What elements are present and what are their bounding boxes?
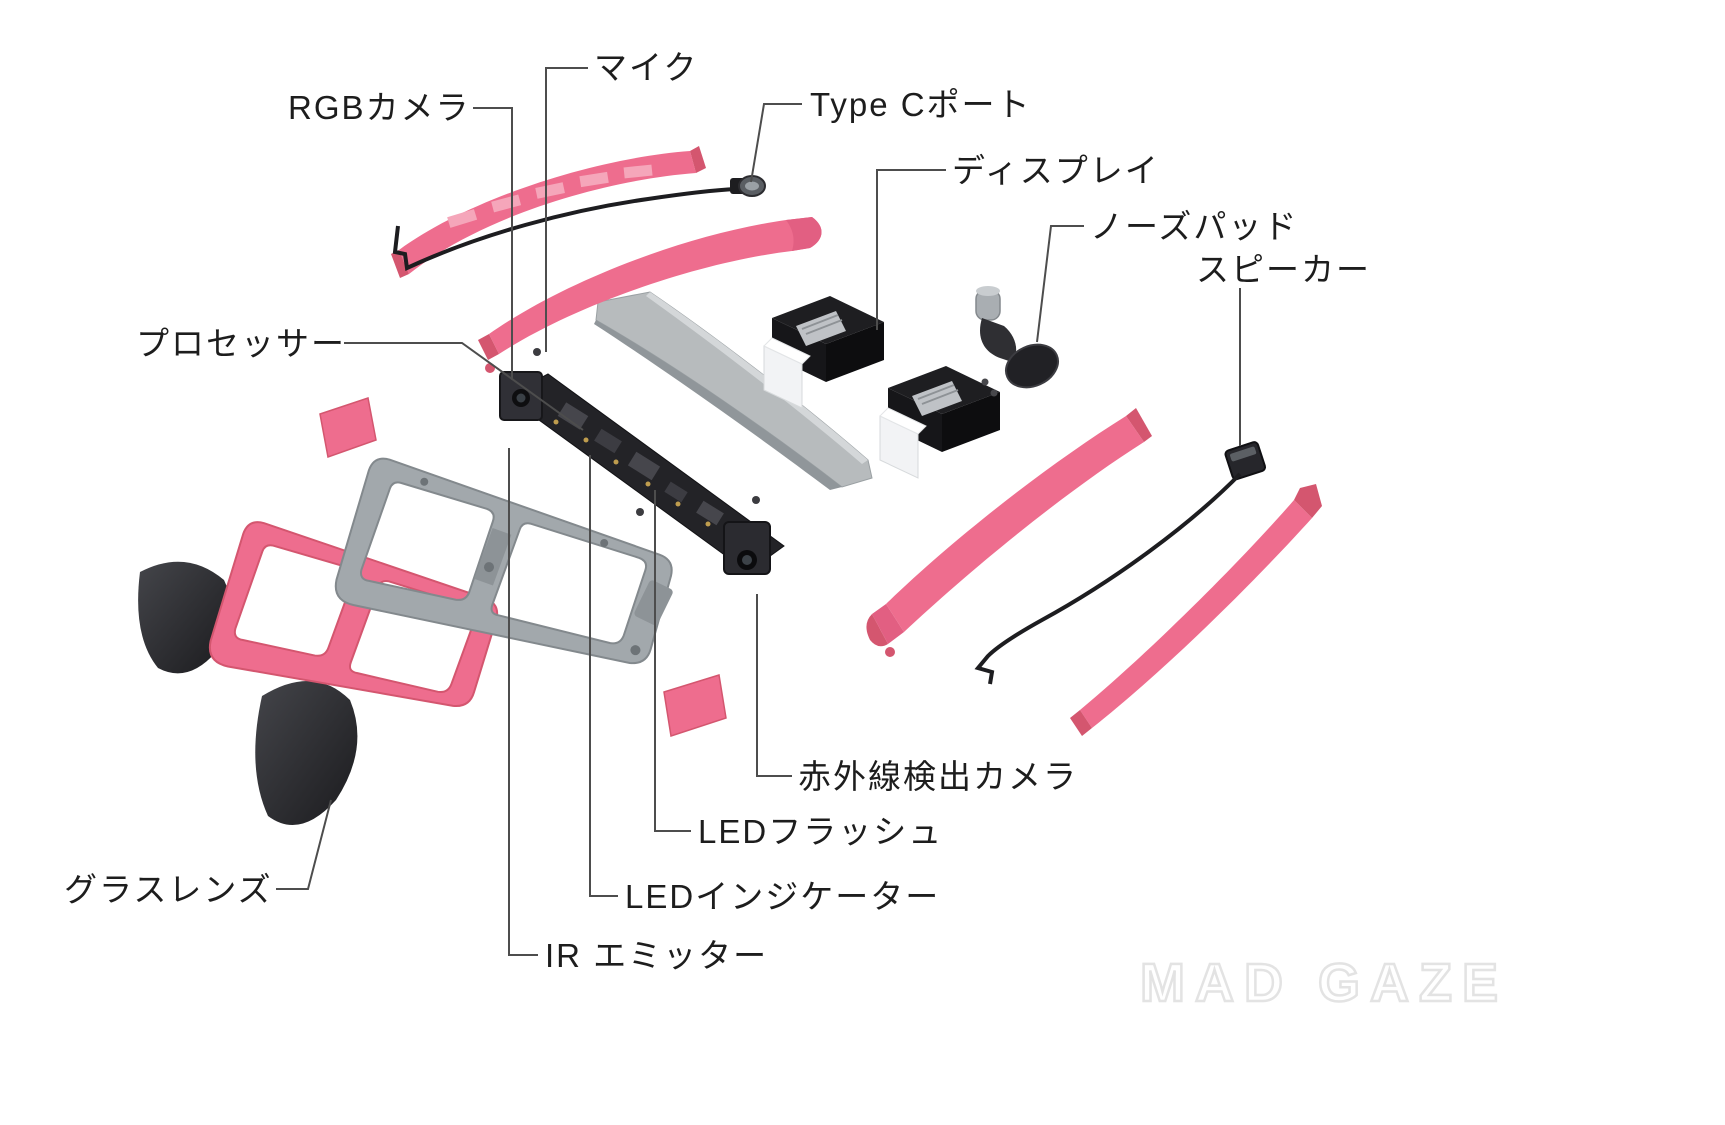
label-glass-lens: グラスレンズ: [64, 871, 273, 908]
label-led-indicator: LEDインジケーター: [625, 878, 941, 915]
processor-chip: [557, 402, 589, 430]
brand-watermark: MAD GAZE: [1139, 952, 1508, 1015]
ir-camera-module: [723, 521, 771, 575]
leader-line-microphone: [545, 67, 588, 352]
glass-lens-lower: [255, 680, 358, 825]
label-processor: プロセッサー: [136, 325, 346, 362]
speaker-cable: [974, 472, 1242, 685]
temple-arm-top-right: [478, 217, 822, 360]
temple-arm-inner-left: [391, 146, 706, 278]
leader-line-led-indicator: [589, 455, 618, 897]
leader-line-processor: [344, 342, 584, 431]
leader-line-display: [876, 169, 946, 330]
speaker-part: [974, 441, 1267, 685]
screw-small-3: [752, 496, 760, 504]
temple-arm-right-upper: [866, 408, 1152, 647]
screw-pink-right: [885, 647, 895, 657]
pink-plate-right: [663, 674, 727, 737]
label-type-c-port: Type Cポート: [810, 86, 1032, 123]
label-led-flash: LEDフラッシュ: [698, 813, 944, 850]
label-microphone: マイク: [594, 49, 699, 86]
label-nose-pad: ノーズパッド: [1090, 208, 1299, 245]
display-module-1: [763, 295, 885, 409]
camera-cable: [392, 175, 766, 271]
label-ir-emitter: IR エミッター: [545, 937, 769, 974]
nose-pad-part: [975, 286, 1059, 397]
leader-line-ir-emitter: [508, 448, 538, 956]
label-speaker: スピーカー: [1196, 251, 1371, 288]
chassis-frame: [334, 457, 673, 665]
front-frame-pink: [208, 521, 499, 707]
leader-line-glass-lens: [276, 799, 332, 890]
temple-arm-right-lower: [1070, 484, 1322, 736]
leader-line-rgb-camera: [473, 107, 513, 380]
label-display: ディスプレイ: [952, 152, 1160, 189]
leader-line-nose-pad: [1036, 225, 1084, 343]
screw-small-1: [533, 348, 541, 356]
leader-line-led-flash: [654, 490, 691, 832]
glass-lens-upper: [138, 561, 231, 674]
pink-plate-left: [319, 397, 377, 458]
label-rgb-camera: RGBカメラ: [288, 89, 471, 126]
leader-line-type-c-port: [750, 103, 802, 183]
top-cover-strip: [594, 291, 873, 490]
label-ir-detection-camera: 赤外線検出カメラ: [798, 758, 1078, 795]
leader-lines: [276, 67, 1241, 956]
leader-line-ir-detection-camera: [756, 594, 792, 777]
screw-small-2: [636, 508, 644, 516]
